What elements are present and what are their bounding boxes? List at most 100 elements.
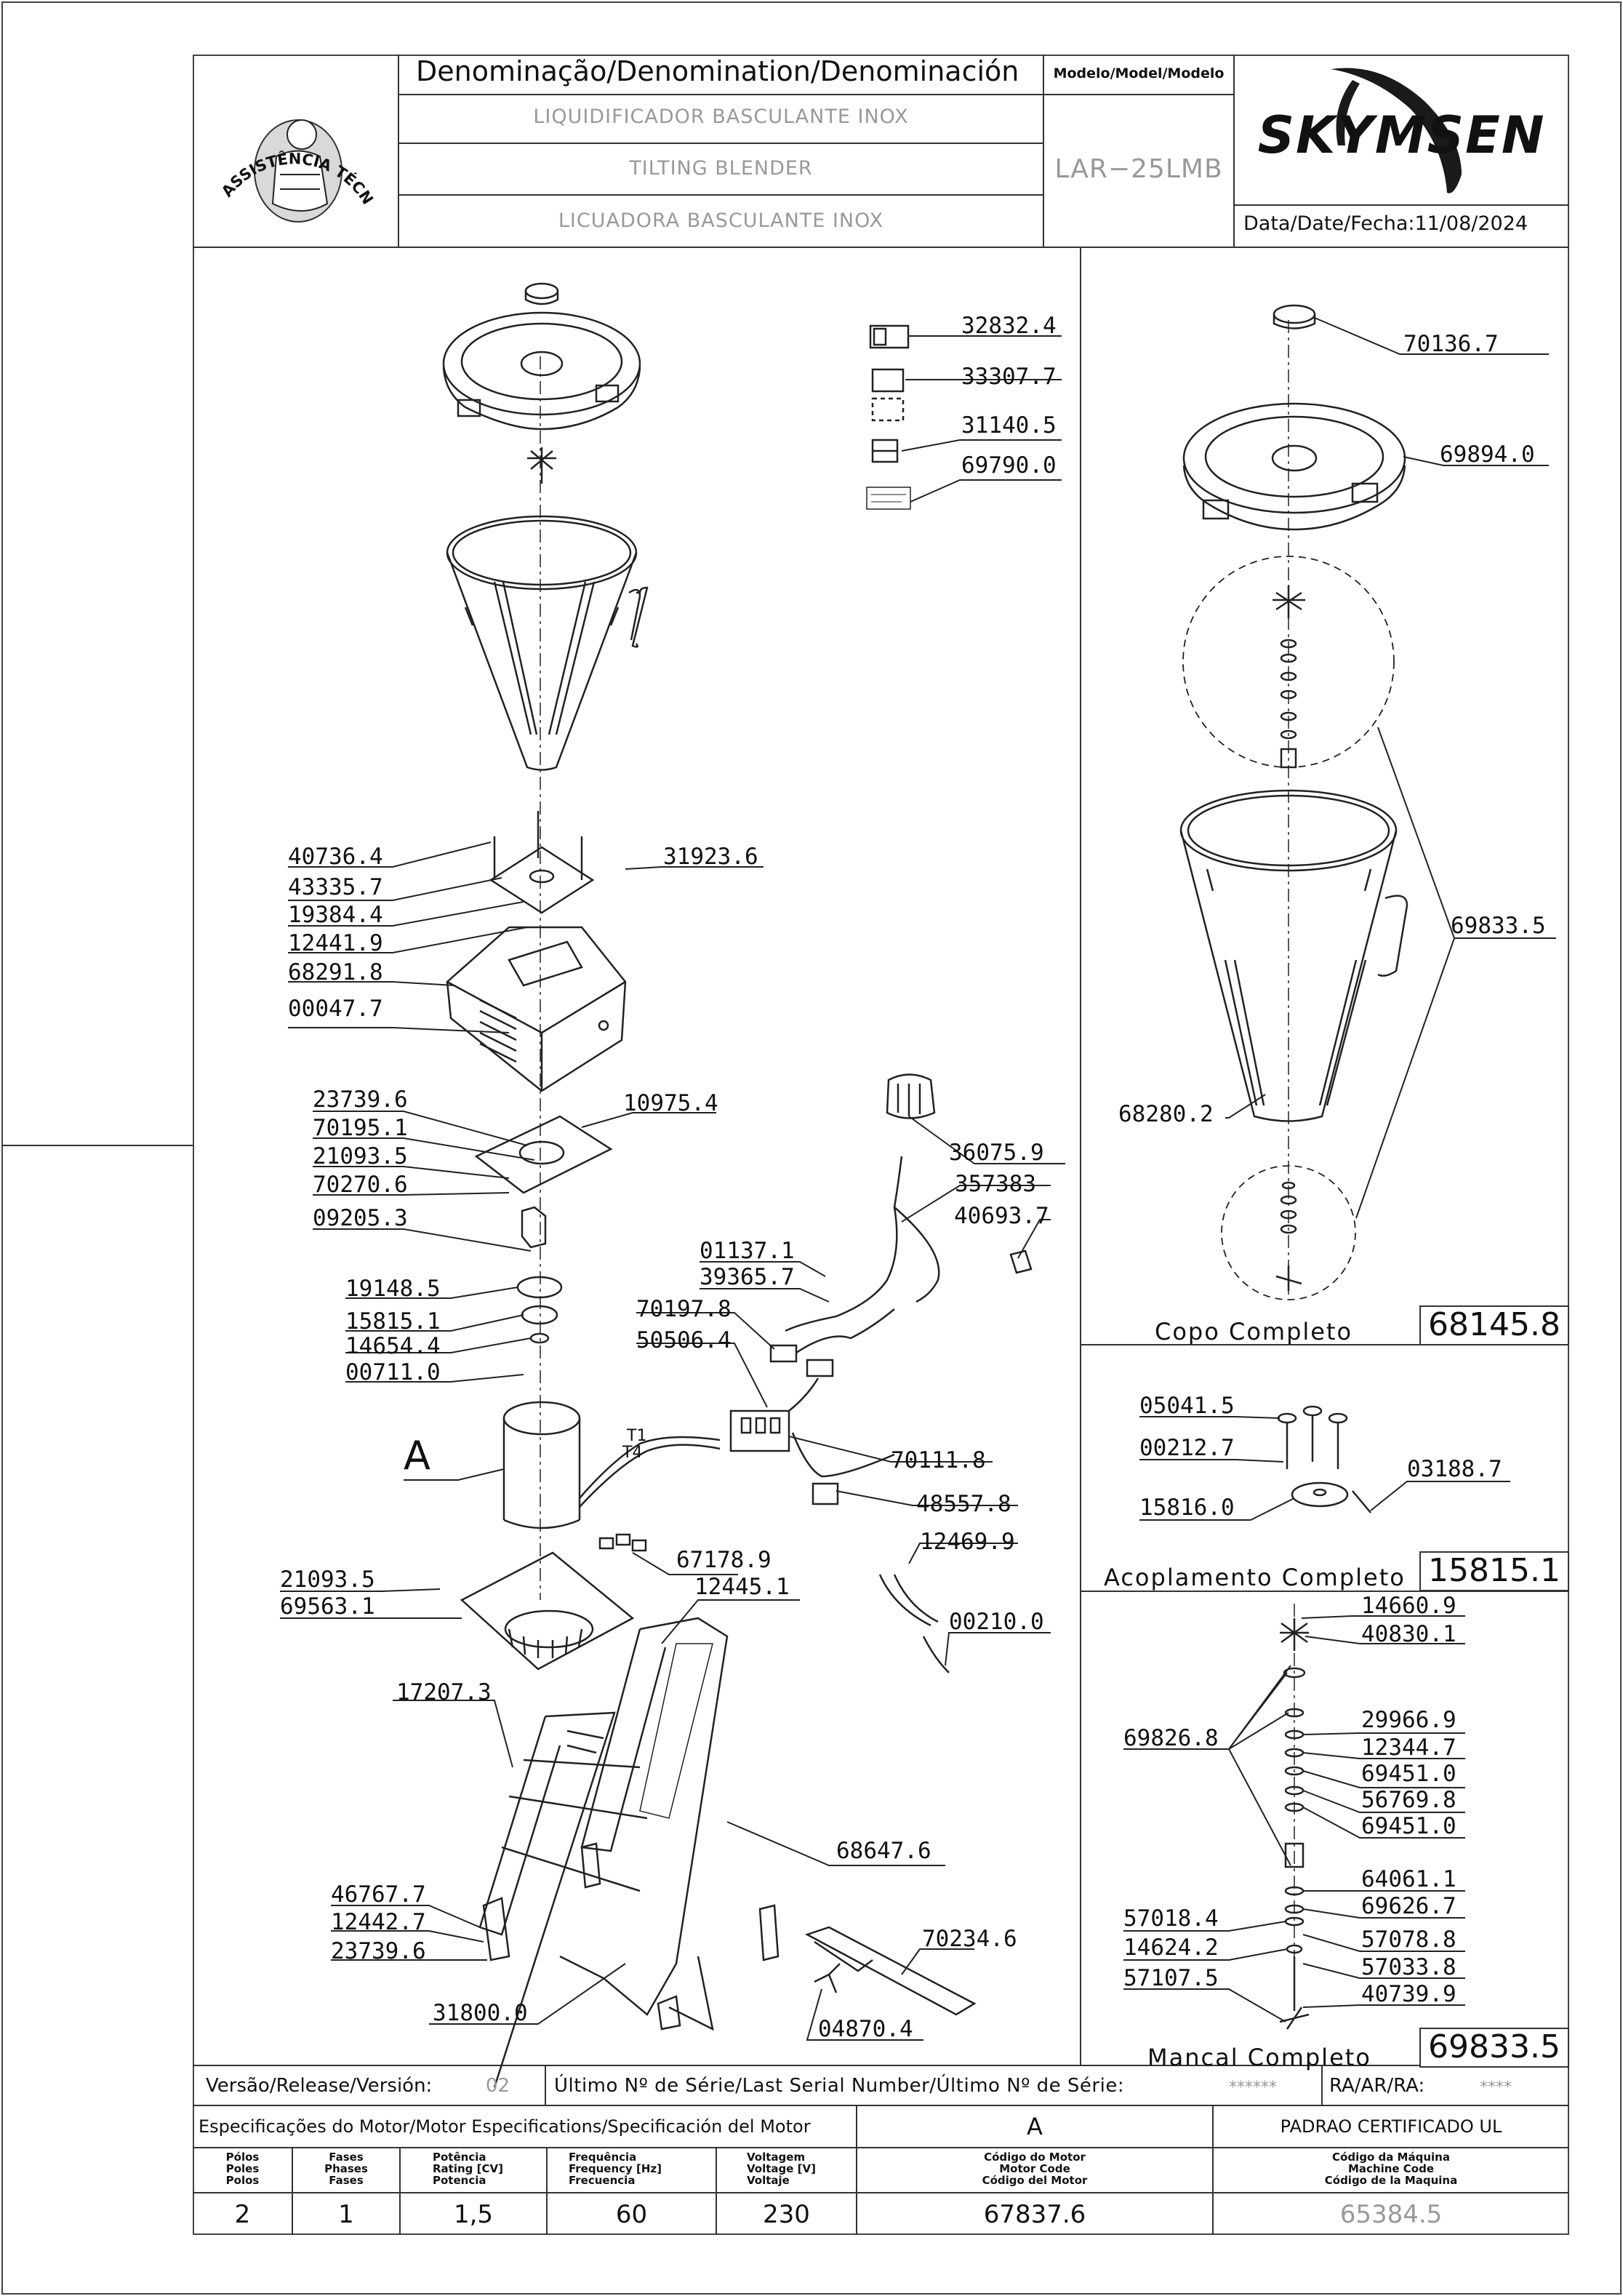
part-number: 04870.4: [818, 2016, 913, 2042]
part-number: 15815.1: [345, 1308, 441, 1335]
part-number: 69826.8: [1123, 1725, 1219, 1751]
motor-code-header: Código do Motor Motor Code Código del Mo…: [982, 2151, 1088, 2187]
seal-text: ASSISTÊNCIA TÉCNICA AUTORIZADA: [196, 58, 377, 208]
poles-header: Pólos Poles Polos: [225, 2151, 260, 2187]
model-label: Modelo/Model/Modelo: [1053, 65, 1225, 81]
cert-label: PADRAO CERTIFICADO UL: [1280, 2116, 1502, 2137]
part-number: 40736.4: [288, 844, 383, 870]
release-value: 02: [486, 2075, 510, 2097]
copo-code: 68145.8: [1419, 1305, 1569, 1345]
seal-graphic: [254, 119, 342, 223]
poles-value: 2: [234, 2200, 251, 2229]
part-number: 31800.0: [433, 2000, 528, 2026]
part-number: 12445.1: [694, 1574, 790, 1600]
part-number: 68291.8: [288, 959, 383, 985]
part-number: 68280.2: [1118, 1101, 1214, 1127]
part-number: 69626.7: [1361, 1893, 1456, 1919]
part-number: 69790.0: [961, 452, 1057, 479]
part-number: 357383: [955, 1171, 1036, 1197]
model-value: LAR−25LMB: [1054, 154, 1223, 184]
part-number: 12441.9: [288, 930, 383, 956]
part-number: 10975.4: [623, 1090, 718, 1116]
part-number: 69563.1: [280, 1593, 375, 1620]
product-name-en: TILTING BLENDER: [629, 157, 813, 180]
part-number: 70270.6: [313, 1172, 408, 1198]
part-number: 40739.9: [1361, 1981, 1456, 2007]
part-number: 46767.7: [331, 1881, 426, 1908]
part-number: 12442.7: [331, 1909, 426, 1935]
part-number: 57107.5: [1123, 1965, 1219, 1991]
mancal-code: 69833.5: [1419, 2028, 1569, 2068]
product-name-pt: LIQUIDIFICADOR BASCULANTE INOX: [533, 105, 909, 128]
part-number: 57078.8: [1361, 1927, 1456, 1953]
part-number: 57033.8: [1361, 1954, 1456, 1980]
part-number: 33307.7: [961, 364, 1057, 390]
part-number: 48557.8: [916, 1491, 1011, 1517]
part-number: 29966.9: [1361, 1707, 1456, 1733]
part-number: 19384.4: [288, 902, 383, 928]
part-number: 00210.0: [949, 1609, 1044, 1635]
part-number: 01137.1: [700, 1238, 795, 1264]
part-number: 70136.7: [1403, 331, 1499, 357]
motor-label: A: [404, 1433, 430, 1479]
part-number: 00047.7: [288, 996, 383, 1022]
date-value: 11/08/2024: [1414, 212, 1528, 235]
authorized-service-seal: ASSISTÊNCIA TÉCNICA AUTORIZADA: [196, 58, 396, 244]
motor-spec-letter: A: [1027, 2113, 1043, 2140]
part-number: 69451.0: [1361, 1813, 1456, 1839]
machine-code-value: 65384.5: [1339, 2200, 1443, 2229]
part-number: 12344.7: [1361, 1735, 1456, 1761]
part-number: 70234.6: [922, 1926, 1017, 1952]
svg-text:ASSISTÊNCIA TÉCNICA AUTORIZADA: ASSISTÊNCIA TÉCNICA AUTORIZADA: [196, 58, 377, 208]
part-number: 31140.5: [961, 412, 1057, 439]
part-number: 70195.1: [313, 1115, 408, 1141]
part-number: 12469.9: [920, 1529, 1015, 1555]
part-number: 36075.9: [949, 1140, 1044, 1166]
denomination-label: Denominação/Denomination/Denominación: [416, 55, 1019, 87]
part-number: 09205.3: [313, 1205, 408, 1231]
part-number: 17207.3: [396, 1679, 492, 1705]
part-number: 32832.4: [961, 313, 1057, 339]
terminal-t1: T1: [627, 1427, 647, 1445]
part-number: 67178.9: [676, 1547, 772, 1573]
serial-label: Último Nº de Série/Last Serial Number/Úl…: [554, 2075, 1125, 2097]
part-number: 23739.6: [331, 1938, 426, 1964]
voltage-header: Voltagem Voltage [V] Voltaje: [747, 2151, 816, 2187]
part-number: 69451.0: [1361, 1761, 1456, 1787]
serial-value: ******: [1229, 2079, 1277, 2097]
motor-spec-title: Especificações do Motor/Motor Especifica…: [199, 2116, 811, 2137]
part-number: 05041.5: [1139, 1393, 1235, 1419]
part-number: 70111.8: [891, 1447, 986, 1473]
date-row: Data/Date/Fecha:11/08/2024: [1243, 212, 1528, 235]
part-number: 40830.1: [1361, 1621, 1456, 1647]
terminal-t4: T4: [622, 1444, 643, 1462]
date-label: Data/Date/Fecha:: [1243, 212, 1415, 235]
part-number: 14654.4: [345, 1333, 441, 1359]
part-number: 00212.7: [1139, 1435, 1235, 1461]
part-number: 21093.5: [313, 1143, 408, 1169]
ra-value: ****: [1480, 2079, 1512, 2097]
part-number: 68647.6: [836, 1838, 931, 1864]
part-number: 19148.5: [345, 1276, 441, 1302]
part-number: 56769.8: [1361, 1787, 1456, 1813]
part-number: 40693.7: [954, 1203, 1049, 1229]
brand-logo-swoosh: [1331, 68, 1462, 193]
part-number: 00711.0: [345, 1359, 441, 1385]
motor-code-value: 67837.6: [983, 2200, 1086, 2229]
part-number: 70197.8: [636, 1296, 732, 1322]
part-number: 43335.7: [288, 874, 383, 900]
part-number: 15816.0: [1139, 1495, 1235, 1521]
voltage-value: 230: [763, 2200, 810, 2229]
product-name-es: LICUADORA BASCULANTE INOX: [558, 209, 884, 232]
brand-logo: SKYMSEN: [1257, 105, 1546, 165]
part-number: 50506.4: [636, 1327, 732, 1353]
part-number: 69833.5: [1451, 913, 1546, 939]
release-label: Versão/Release/Versión:: [206, 2075, 433, 2097]
part-number: 23739.6: [313, 1087, 408, 1113]
machine-code-header: Código da Máquina Machine Code Código de…: [1324, 2151, 1458, 2187]
part-number: 69894.0: [1440, 441, 1535, 468]
rating-header: Potência Rating [CV] Potencia: [433, 2151, 503, 2187]
mancal-title: Mancal Completo: [1147, 2044, 1371, 2071]
part-number: 14660.9: [1361, 1593, 1456, 1619]
